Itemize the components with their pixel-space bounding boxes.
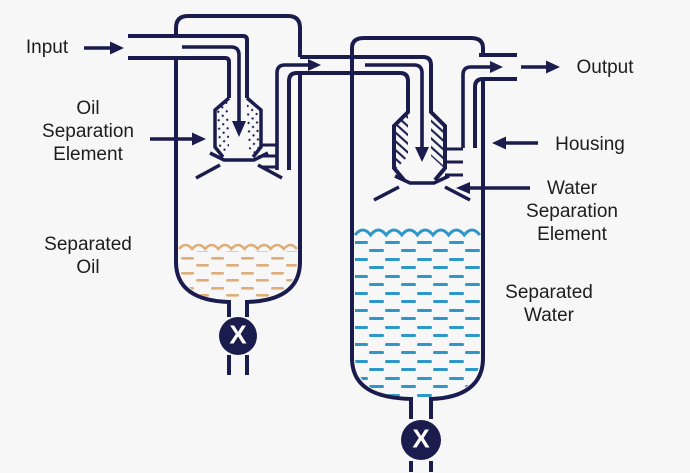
output-label: Output — [576, 57, 634, 78]
oil-element-walls — [213, 96, 263, 159]
oil-element-right-media — [247, 98, 261, 159]
vessel-1-housing — [174, 14, 302, 375]
oil-element-left-media — [217, 98, 229, 159]
water-dashes-fill — [355, 238, 480, 397]
vessel-1-drain-pipe — [227, 300, 249, 375]
input-arrow — [84, 41, 124, 55]
vessel-2-drain-pipe — [409, 397, 433, 472]
label-line: Water — [547, 178, 597, 199]
vessel-1-shell — [174, 14, 302, 262]
oil-dashes-fill — [179, 251, 297, 300]
vessel-2-downflow-arrowhead — [415, 147, 429, 162]
oil-surface-wave — [178, 243, 298, 251]
input-pipe-bottom-wall — [128, 56, 231, 98]
label-arrows — [84, 41, 560, 194]
oil-element-comb — [261, 143, 277, 169]
label-line: Element — [53, 144, 123, 165]
oil-separation-element-label: Oil Separation Element — [10, 97, 166, 166]
output-arrowhead — [546, 60, 560, 74]
separated-water-liquid — [353, 228, 481, 397]
water-separation-element — [373, 114, 471, 202]
vessel-1-drain-valve-icon: X — [229, 319, 247, 350]
input-pipe-top-wall — [128, 34, 249, 98]
housing-arrowhead — [492, 136, 506, 150]
vessel-2-drain-valve-icon: X — [412, 423, 430, 454]
vessel-2-bowl — [350, 357, 485, 401]
output-pipe — [461, 53, 517, 148]
vessel-2-shell — [350, 36, 485, 358]
output-flow-arrowhead — [490, 61, 503, 73]
vessel-2-drain-valve — [401, 420, 441, 460]
transfer-pipe-bottom-wall — [287, 71, 410, 182]
label-line: Separation — [42, 121, 134, 142]
output-pipe-bottom-wall — [473, 77, 517, 148]
separated-oil-label: Separated Oil — [10, 233, 166, 279]
separated-oil-liquid — [178, 243, 298, 300]
input-downflow-arrowhead — [232, 121, 246, 137]
label-line: Oil — [76, 98, 100, 119]
input-pipe — [128, 34, 249, 137]
label-line: Element — [537, 224, 607, 245]
vessel-1-bowl — [174, 261, 302, 304]
output-arrow — [521, 60, 560, 74]
vessel-2-housing — [350, 36, 485, 472]
label-line: Separation — [526, 201, 618, 222]
vessel-1-drain-valve — [219, 317, 257, 355]
oil-element-arrowhead — [192, 132, 206, 146]
separated-water-label: Separated Water — [471, 281, 627, 327]
input-label: Input — [25, 37, 69, 58]
transfer-flow-arrow-shaft — [275, 63, 308, 170]
water-element-comb — [445, 147, 463, 177]
input-downflow-arrow-shaft — [182, 45, 241, 121]
oil-separation-element — [195, 96, 283, 180]
transfer-pipe — [275, 55, 447, 182]
water-separation-element-label: Water Separation Element — [494, 177, 650, 246]
oil-separation-element-arrow — [150, 132, 206, 146]
water-element-arrowhead — [456, 182, 470, 194]
label-line: Separated — [505, 282, 593, 303]
output-flow-arrow-shaft — [461, 65, 490, 148]
water-element-skirt — [373, 185, 471, 202]
input-arrowhead — [110, 41, 124, 55]
water-element-right-media — [431, 114, 445, 169]
label-line: Oil — [76, 257, 100, 278]
water-surface-wave — [353, 228, 481, 238]
transfer-flow-arrowhead — [308, 59, 321, 71]
water-separation-element-arrow — [456, 182, 530, 194]
water-element-bottom-plate — [394, 174, 450, 185]
water-element-left-media — [396, 114, 408, 169]
transfer-pipe-top-wall — [300, 55, 447, 182]
label-line: Separated — [44, 234, 132, 255]
housing-label: Housing — [555, 134, 625, 155]
label-line: Water — [524, 305, 574, 326]
vessel-2-downflow-arrow-shaft — [365, 63, 424, 147]
housing-arrow — [492, 136, 538, 150]
